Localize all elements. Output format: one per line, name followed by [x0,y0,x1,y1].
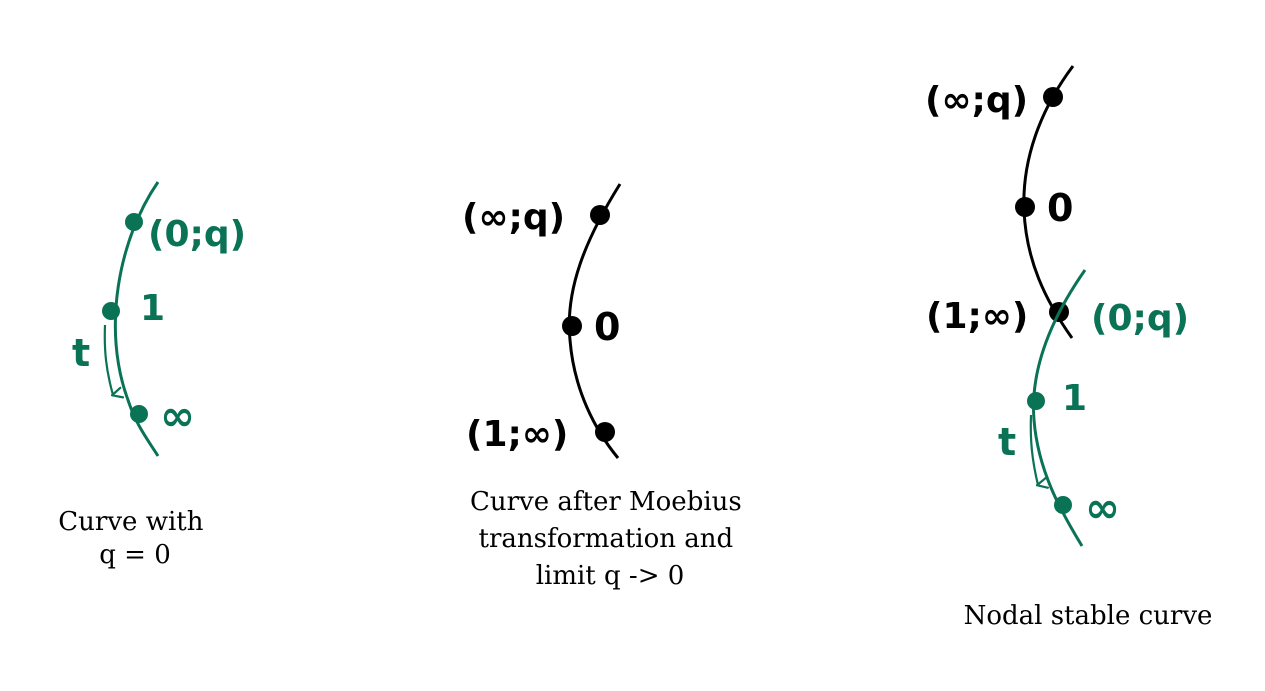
point-1 [102,302,120,320]
direction-arrow [103,324,113,395]
point-inf-q [590,205,610,225]
caption-panel-1: Curve with q = 0 [58,507,211,570]
label-0: 0 [594,305,620,349]
point-0 [562,316,582,336]
caption-panel-3: Nodal stable curve [964,601,1213,631]
panel-3-nodal-stable-curve: (∞;q) 0 (1;∞) (0;q) 1 ∞ t Nodal stable c… [925,65,1213,631]
direction-arrow [1029,414,1038,485]
label-infinity: ∞ [1085,483,1120,532]
label-t: t [998,420,1016,464]
caption-line: limit q -> 0 [536,561,685,591]
label-infinity: ∞ [160,391,195,440]
caption-line: Curve after Moebius [470,487,742,517]
caption-panel-2: Curve after Moebius transformation and l… [470,487,750,591]
label-0q: (0;q) [148,214,246,255]
caption-line: Nodal stable curve [964,601,1213,631]
label-0q: (0;q) [1091,298,1189,339]
point-0 [1015,197,1035,217]
label-inf-q: (∞;q) [925,80,1028,121]
label-1-inf: (1;∞) [466,414,568,455]
panel-2-after-moebius: (∞;q) 0 (1;∞) Curve after Moebius transf… [462,183,750,591]
point-infinity [130,405,148,423]
caption-line: Curve with [58,507,203,537]
point-1-inf [595,422,615,442]
point-infinity [1054,496,1072,514]
point-1 [1027,392,1045,410]
label-1: 1 [140,288,165,329]
caption-line: transformation and [479,524,734,554]
label-1-inf: (1;∞) [926,296,1028,337]
caption-line: q = 0 [99,540,171,570]
label-1: 1 [1062,378,1087,419]
point-inf-q [1043,87,1063,107]
panel-1-curve-with-q0: (0;q) 1 ∞ t Curve with q = 0 [58,181,246,570]
label-inf-q: (∞;q) [462,197,565,238]
black-curve [567,183,622,459]
label-0: 0 [1047,186,1073,230]
point-0q [125,213,143,231]
label-t: t [72,331,90,375]
